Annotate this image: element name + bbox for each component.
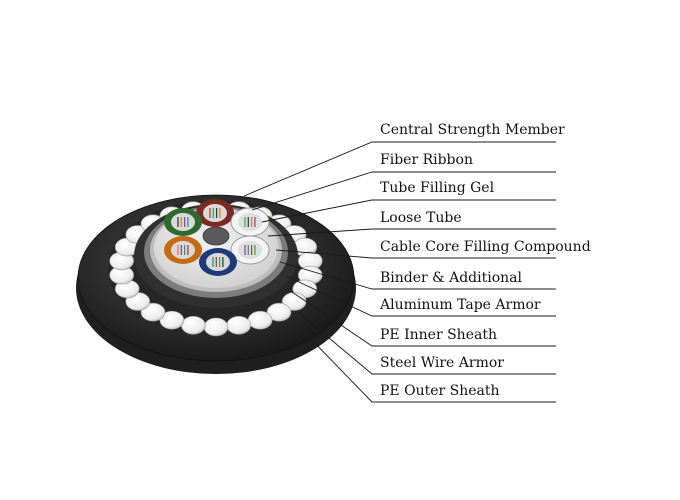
cable-illustration <box>76 194 356 374</box>
fiber-ribbons <box>177 208 256 267</box>
leader-line <box>261 199 556 223</box>
leader-line <box>279 261 556 290</box>
callout-label: Loose Tube <box>380 210 462 226</box>
loose-tube-orange-gel <box>171 241 195 259</box>
leader-line <box>275 249 556 259</box>
leader-line <box>307 335 556 403</box>
leader-line <box>291 291 556 347</box>
loose-tube-red-gel <box>203 204 227 222</box>
loose-tube-orange <box>164 236 202 264</box>
steel-wire <box>203 317 229 337</box>
loose-tube-white-right-gel <box>238 213 262 231</box>
leader-line <box>251 171 556 211</box>
leader-line <box>297 311 556 375</box>
callout-label: Tube Filling Gel <box>380 180 495 196</box>
loose-tube-blue-gel <box>206 253 230 271</box>
loose-tube-green-gel <box>171 213 195 231</box>
loose-tube-white-lower <box>230 235 270 265</box>
loose-tube-white-lower-gel <box>238 241 262 259</box>
central-strength-member <box>202 226 230 246</box>
callout-label: Central Strength Member <box>380 122 565 138</box>
callout-label: PE Outer Sheath <box>380 383 500 399</box>
loose-tube-green <box>164 208 202 236</box>
loose-tube-red <box>196 199 234 227</box>
callout-label: PE Inner Sheath <box>380 327 497 343</box>
steel-wire <box>140 302 166 322</box>
callout-label: Steel Wire Armor <box>380 355 504 371</box>
loose-tube-blue <box>199 248 237 276</box>
steel-wire <box>181 315 206 335</box>
callout-label: Fiber Ribbon <box>380 152 473 168</box>
leader-line <box>243 141 556 197</box>
leader-line <box>267 228 556 237</box>
callout-label: Binder & Additional <box>380 270 522 286</box>
steel-wire <box>226 315 251 335</box>
leader-line <box>285 275 556 317</box>
steel-wire <box>159 310 185 330</box>
steel-wire <box>247 310 273 330</box>
callout-label: Cable Core Filling Compound <box>380 239 591 255</box>
steel-wire <box>266 302 292 322</box>
callout-label: Aluminum Tape Armor <box>379 297 541 313</box>
loose-tube-white-right <box>230 207 270 237</box>
